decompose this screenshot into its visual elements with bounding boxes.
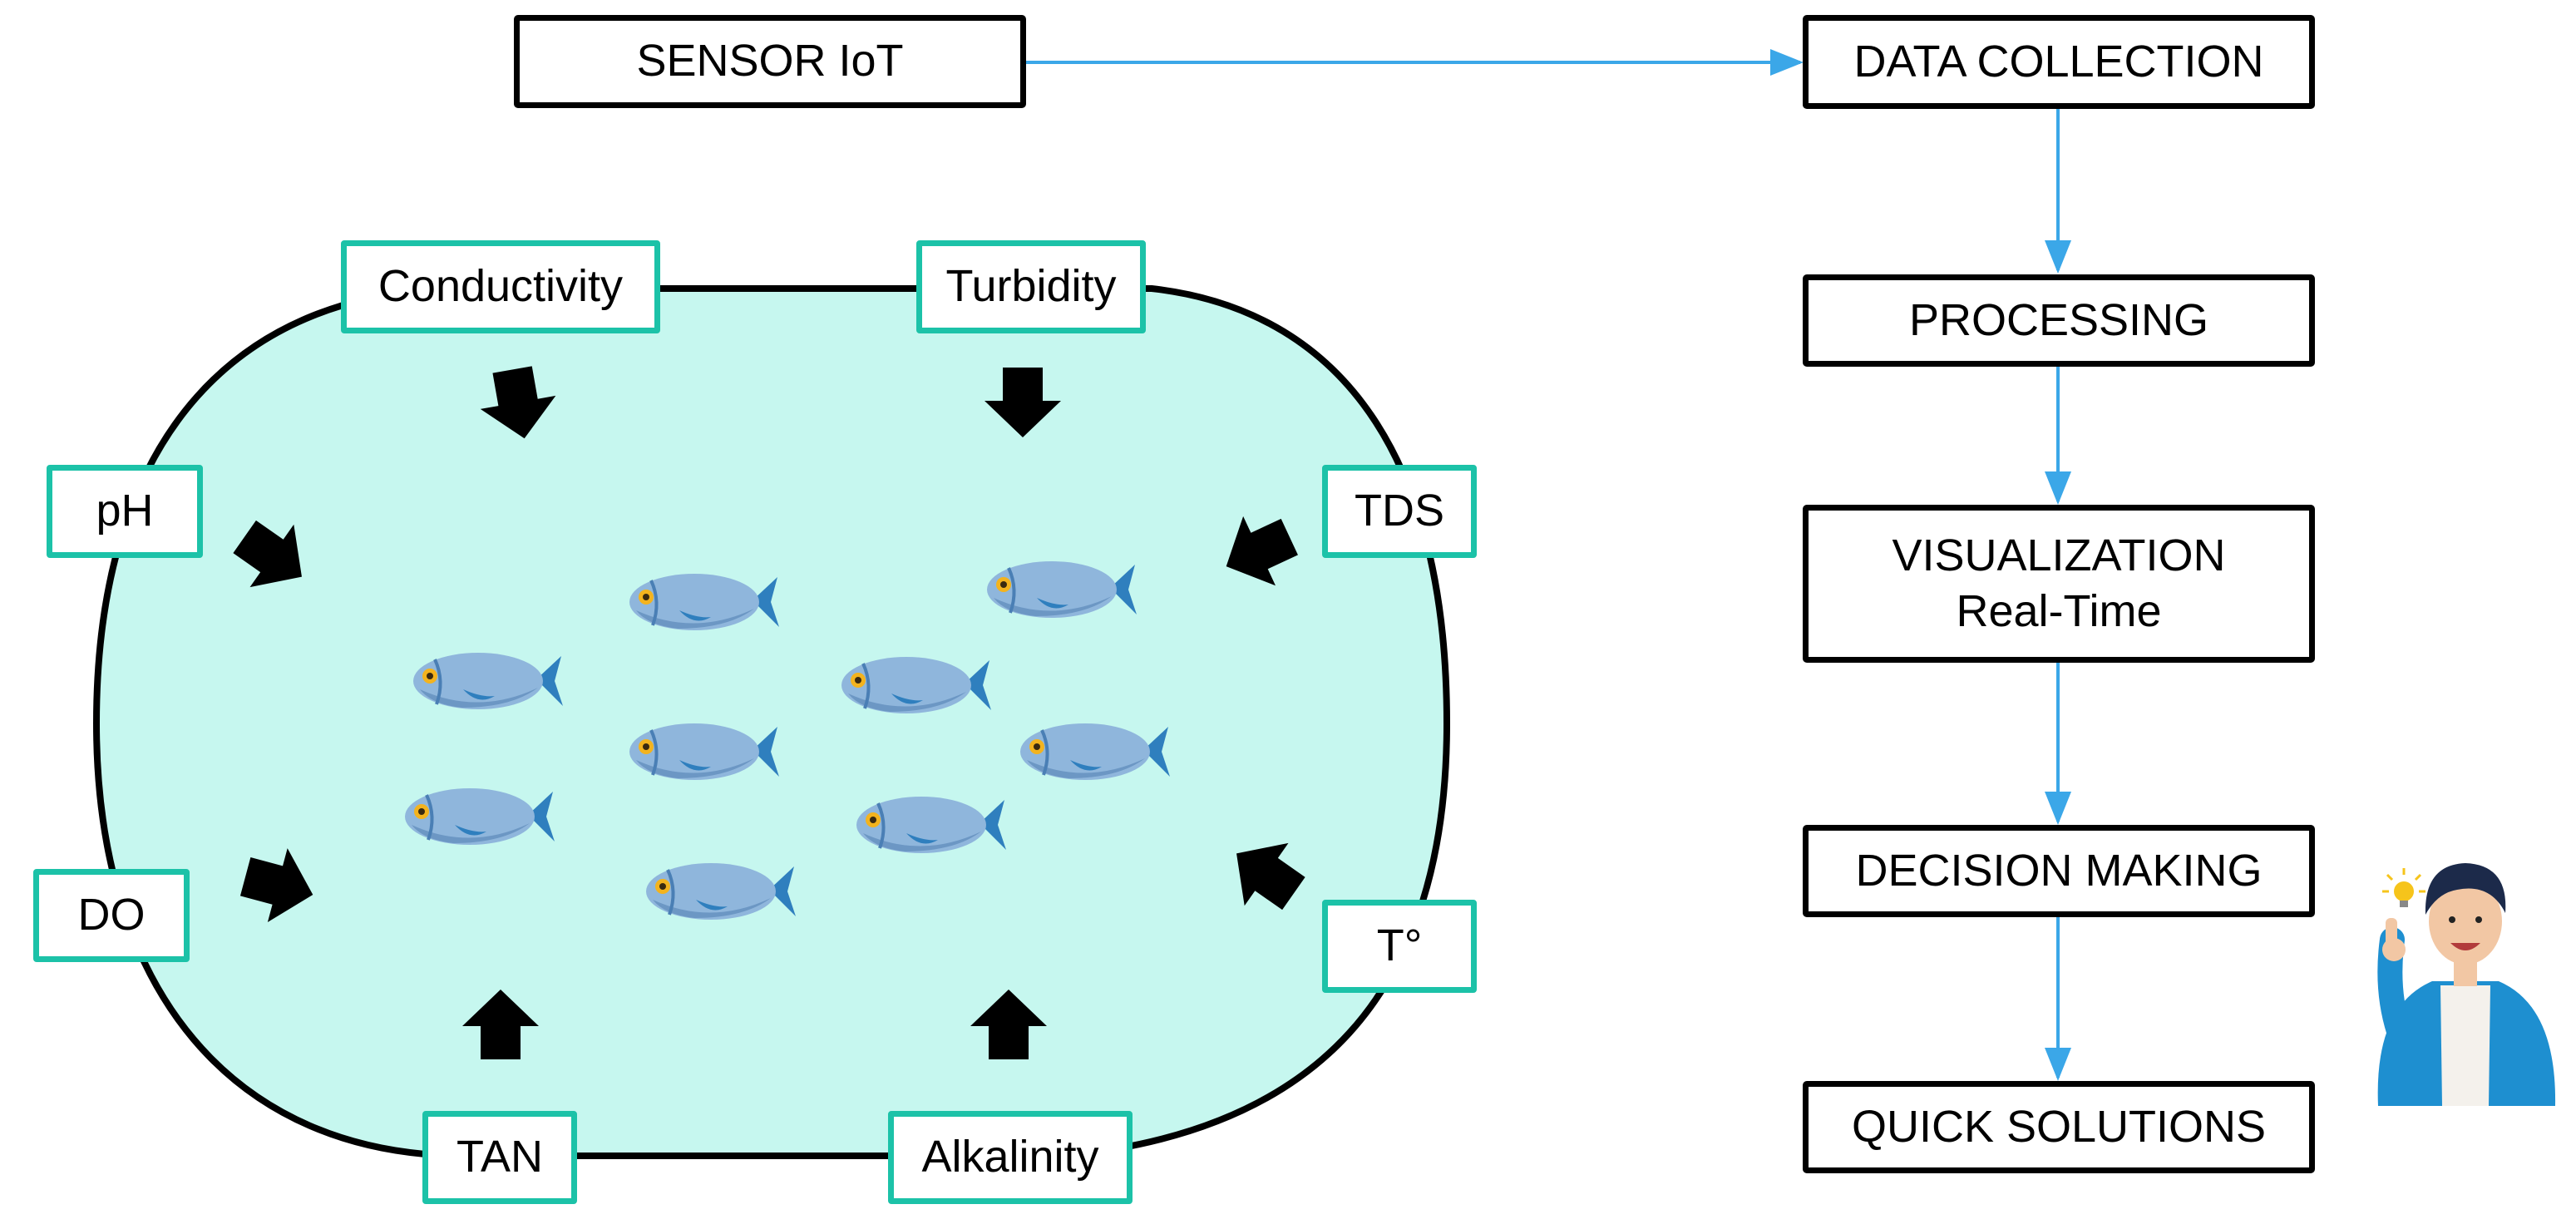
conductivity-label: Conductivity (378, 261, 624, 312)
visualization-box: VISUALIZATION Real-Time (1803, 505, 2315, 663)
decision-making-label: DECISION MAKING (1855, 845, 2263, 896)
pond (92, 285, 1451, 1159)
sensor-iot-box: SENSOR IoT (514, 15, 1026, 108)
quick-solutions-label: QUICK SOLUTIONS (1851, 1101, 2267, 1152)
parameter-do: DO (33, 869, 190, 962)
parameter-turbidity: Turbidity (916, 240, 1146, 333)
tan-label: TAN (456, 1132, 543, 1182)
person-idea-icon (2377, 863, 2556, 1106)
real-time-label: Real-Time (1956, 586, 2162, 636)
data-collection-box: DATA COLLECTION (1803, 15, 2315, 109)
processing-box: PROCESSING (1803, 274, 2315, 367)
parameter-tds: TDS (1322, 465, 1477, 558)
data-collection-label: DATA COLLECTION (1853, 36, 2264, 86)
parameter-alkalinity: Alkalinity (888, 1111, 1133, 1204)
turbidity-label: Turbidity (945, 261, 1117, 312)
alkalinity-label: Alkalinity (921, 1132, 1099, 1182)
parameter-ph: pH (47, 465, 203, 558)
temperature-label: T° (1376, 921, 1423, 971)
sensor-iot-label: SENSOR IoT (636, 36, 904, 86)
quick-solutions-box: QUICK SOLUTIONS (1803, 1081, 2315, 1173)
tds-label: TDS (1355, 486, 1444, 536)
visualization-label: VISUALIZATION (1892, 530, 2226, 580)
parameter-conductivity: Conductivity (341, 240, 660, 333)
decision-making-box: DECISION MAKING (1803, 825, 2315, 917)
processing-label: PROCESSING (1908, 294, 2209, 345)
ph-label: pH (96, 486, 154, 536)
do-label: DO (77, 890, 146, 940)
parameter-tan: TAN (422, 1111, 577, 1204)
parameter-temperature: T° (1322, 900, 1477, 993)
